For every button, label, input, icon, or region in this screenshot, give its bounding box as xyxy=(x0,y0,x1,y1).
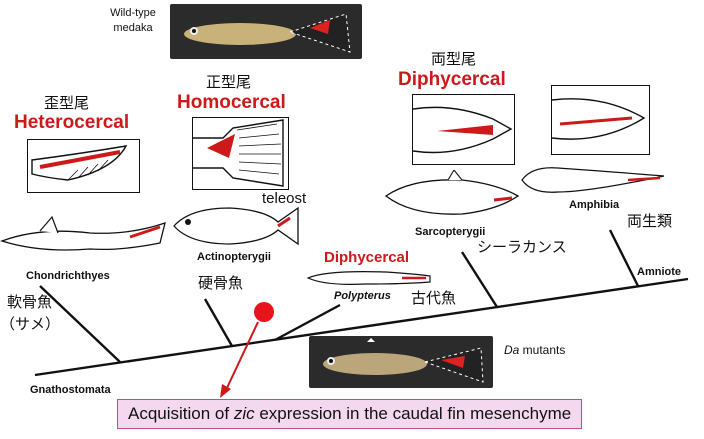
event-arrow-line xyxy=(226,322,258,390)
coelacanth-drawing xyxy=(382,170,522,222)
branch-actinopterygii xyxy=(205,299,232,346)
diphycercal-tail-panel xyxy=(412,94,515,165)
homocercal-jp: 正型尾 xyxy=(206,71,251,92)
sarcopterygii-label: Sarcopterygii xyxy=(415,226,485,238)
medaka-body xyxy=(184,23,296,45)
wild-type-medaka-photo xyxy=(170,4,362,59)
branch-amphibia xyxy=(610,230,638,286)
wild-type-label: Wild-type medaka xyxy=(98,6,168,36)
zic-acquisition-banner: Acquisition of zic expression in the cau… xyxy=(117,399,582,429)
polypterus-jp: 古代魚 xyxy=(411,287,456,308)
chondrichthyes-jp-sub: （サメ） xyxy=(0,313,60,334)
tadpole-drawing xyxy=(518,162,668,198)
polypterus-drawing xyxy=(306,266,432,288)
shark-drawing xyxy=(0,213,170,263)
actinopterygii-label: Actinopterygii xyxy=(197,251,271,263)
amphibia-tail-panel xyxy=(551,85,650,155)
banner-text-zic: zic xyxy=(234,404,255,423)
diphycercal-jp: 両型尾 xyxy=(431,48,476,69)
event-dot xyxy=(254,302,274,322)
wild-type-line1: Wild-type xyxy=(98,6,168,21)
gnathostomata-label: Gnathostomata xyxy=(30,384,111,396)
da-mutant-photo xyxy=(309,336,493,388)
amphibia-label: Amphibia xyxy=(569,199,619,211)
banner-text-before: Acquisition of xyxy=(128,404,234,423)
chondrichthyes-jp: 軟骨魚 xyxy=(7,291,52,312)
wild-type-line2: medaka xyxy=(98,21,168,36)
amniote-label: Amniote xyxy=(637,266,681,278)
medaka-tail xyxy=(290,14,350,52)
heterocercal-title: Heterocercal xyxy=(14,112,129,134)
homocercal-tail-panel xyxy=(192,117,289,190)
da-mutant-prefix: Da xyxy=(504,343,519,357)
sarcopterygii-jp: シーラカンス xyxy=(477,236,567,257)
chondrichthyes-label: Chondrichthyes xyxy=(26,270,110,282)
polypterus-title: Diphycercal xyxy=(324,249,409,266)
event-arrow-head xyxy=(220,384,231,398)
banner-text-after: expression in the caudal fin mesenchyme xyxy=(255,404,572,423)
da-mutant-label: Da mutants xyxy=(504,343,565,357)
homocercal-title: Homocercal xyxy=(177,92,286,114)
polypterus-label: Polypterus xyxy=(334,290,391,302)
da-mutant-suffix: mutants xyxy=(519,343,565,357)
heterocercal-tail-panel xyxy=(27,139,140,193)
diphycercal-title: Diphycercal xyxy=(398,69,506,91)
actinopterygii-jp: 硬骨魚 xyxy=(198,272,243,293)
branch-sarcopterygii xyxy=(462,252,497,307)
teleost-fish-drawing xyxy=(170,200,302,250)
amphibia-jp: 両生類 xyxy=(627,210,672,231)
heterocercal-jp: 歪型尾 xyxy=(44,92,89,113)
